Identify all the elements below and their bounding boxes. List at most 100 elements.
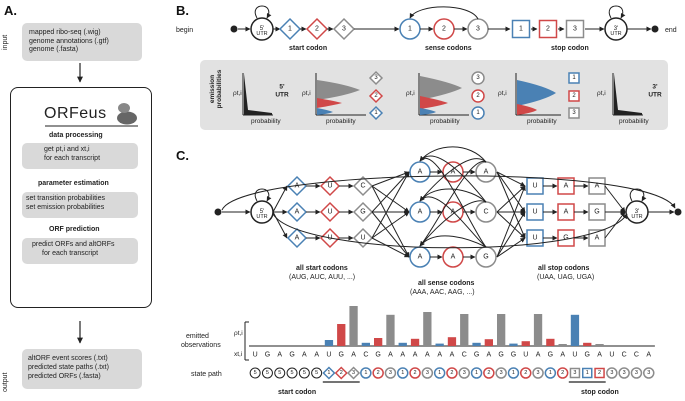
seq-letter: C <box>363 352 368 359</box>
c-start-to-sense-1-2 <box>371 211 410 258</box>
seq-letter: A <box>560 352 565 359</box>
c-start-1-2 <box>352 201 374 223</box>
prob-axis-2: probability <box>326 118 356 125</box>
seq-letter: C <box>634 352 639 359</box>
path-state <box>311 367 323 379</box>
b-state-0-text: 1 <box>288 26 292 33</box>
c-sense-0-1-text: A <box>451 169 456 176</box>
path-state-text: 1 <box>364 370 367 376</box>
path-state <box>397 367 409 379</box>
path-state <box>334 366 348 380</box>
c-end-dot <box>674 208 682 216</box>
path-state-text: 3 <box>500 370 503 376</box>
c-sense-1-0-text: A <box>418 209 423 216</box>
seq-letter: U <box>572 352 577 359</box>
seq-letter: U <box>326 352 331 359</box>
c-start-to-sense-2-0 <box>371 171 410 239</box>
c-start-2-2-text: U <box>360 235 365 242</box>
path-state-text: 1 <box>549 370 552 376</box>
seq-letter: G <box>474 352 479 359</box>
c-stop-1-0-text: U <box>532 209 537 216</box>
seq-letter: G <box>548 352 553 359</box>
seq-letter: A <box>487 352 492 359</box>
path-state <box>630 367 643 379</box>
path-state-text: 3 <box>463 370 466 376</box>
data-processing-box <box>22 143 138 169</box>
b-state-3 <box>399 18 421 40</box>
path-state-text: 1 <box>586 370 589 376</box>
c-sense-to-stop-0-1 <box>496 171 526 213</box>
b-state-5 <box>467 18 489 40</box>
c-start-1-1 <box>319 201 341 223</box>
b-state-4-text: 2 <box>442 26 446 33</box>
path-state <box>421 367 434 379</box>
input-item-3: genome (.fasta) <box>29 46 79 53</box>
c-sense-to-stop-1-0 <box>496 185 526 213</box>
sense-loop-b <box>409 6 479 20</box>
obs-bar <box>361 342 370 346</box>
path-state <box>556 367 569 379</box>
b-state-1-text: 2 <box>315 26 319 33</box>
rho-label-1: ρt,i <box>233 90 242 97</box>
c-sense-1-0 <box>409 201 431 223</box>
c-sense-to-stop-2-1 <box>496 211 526 258</box>
c-stop-0-1-text: A <box>564 183 569 190</box>
seq-letter: G <box>375 352 380 359</box>
all-sense-sub: (AAA, AAC, AAG, ...) <box>410 289 475 296</box>
prob-axis-4: probability <box>527 118 557 125</box>
output-side-label: output <box>2 372 9 392</box>
c-start-2-1-text: U <box>327 235 332 242</box>
c-stop-1-1-text: A <box>564 209 569 216</box>
c-sense-1-1 <box>442 201 464 223</box>
c-sense-loop-2-2 <box>419 235 487 248</box>
rho-label-4: ρt,i <box>498 90 507 97</box>
c-utr5-loop <box>254 188 272 202</box>
c-stop-2-2-text: A <box>595 235 600 242</box>
path-state-text: 5 <box>278 370 281 376</box>
seq-letter: A <box>450 352 455 359</box>
panel-b-letter: B. <box>176 3 189 18</box>
c-utr3-text: 3' <box>635 209 639 215</box>
obs-bar <box>509 343 518 346</box>
c-start-0-0-text: A <box>295 183 300 190</box>
emission-label: emission probabilities <box>209 69 223 109</box>
seq-letter: G <box>498 352 503 359</box>
seq-letter: G <box>511 352 516 359</box>
path-state <box>446 367 458 379</box>
path-state-text: 3 <box>610 370 613 376</box>
path-state-text: 3 <box>352 370 355 376</box>
sense-codons-label: sense codons <box>425 45 472 52</box>
b-state-4 <box>433 18 455 40</box>
c-sense-0-1 <box>442 161 464 183</box>
emitted-label: emitted <box>186 333 209 340</box>
c-sense-loop-2-1 <box>419 195 487 248</box>
path-state <box>594 367 605 379</box>
dp-line1: get ρt,i and xt,i <box>44 146 90 153</box>
c-start-to-sense-2-2 <box>371 237 410 258</box>
path-state-text: 5 <box>291 370 294 376</box>
path-state <box>507 367 520 379</box>
c-stop-1-2-text: G <box>594 209 599 216</box>
seq-letter: A <box>277 352 282 359</box>
c-stop-0-2 <box>588 177 606 195</box>
path-state <box>532 367 544 379</box>
data-processing-title: data processing <box>49 132 103 139</box>
c-stop-1-0 <box>526 203 544 221</box>
c-utr5-to-start-0 <box>272 185 288 213</box>
c-sense-0-0 <box>409 161 431 183</box>
state-path-label: state path <box>191 371 222 378</box>
c-sense-loop-0-0 <box>419 146 487 163</box>
obs-bar <box>386 314 395 346</box>
rho-obs-label: ρt,i <box>234 330 243 337</box>
seq-letter: A <box>351 352 356 359</box>
path-state <box>569 367 581 379</box>
c-start-2-2 <box>352 227 374 249</box>
c-start-to-sense-1-0 <box>371 171 410 213</box>
b-state-3-text: 1 <box>408 26 412 33</box>
c-sense-loop-1-1 <box>419 188 487 203</box>
c-stop-2-0 <box>526 229 544 247</box>
obs-bar <box>533 314 543 346</box>
seq-letter: C <box>462 352 467 359</box>
all-sense-label: all sense codons <box>418 280 475 287</box>
orf-prediction-box <box>22 238 138 264</box>
